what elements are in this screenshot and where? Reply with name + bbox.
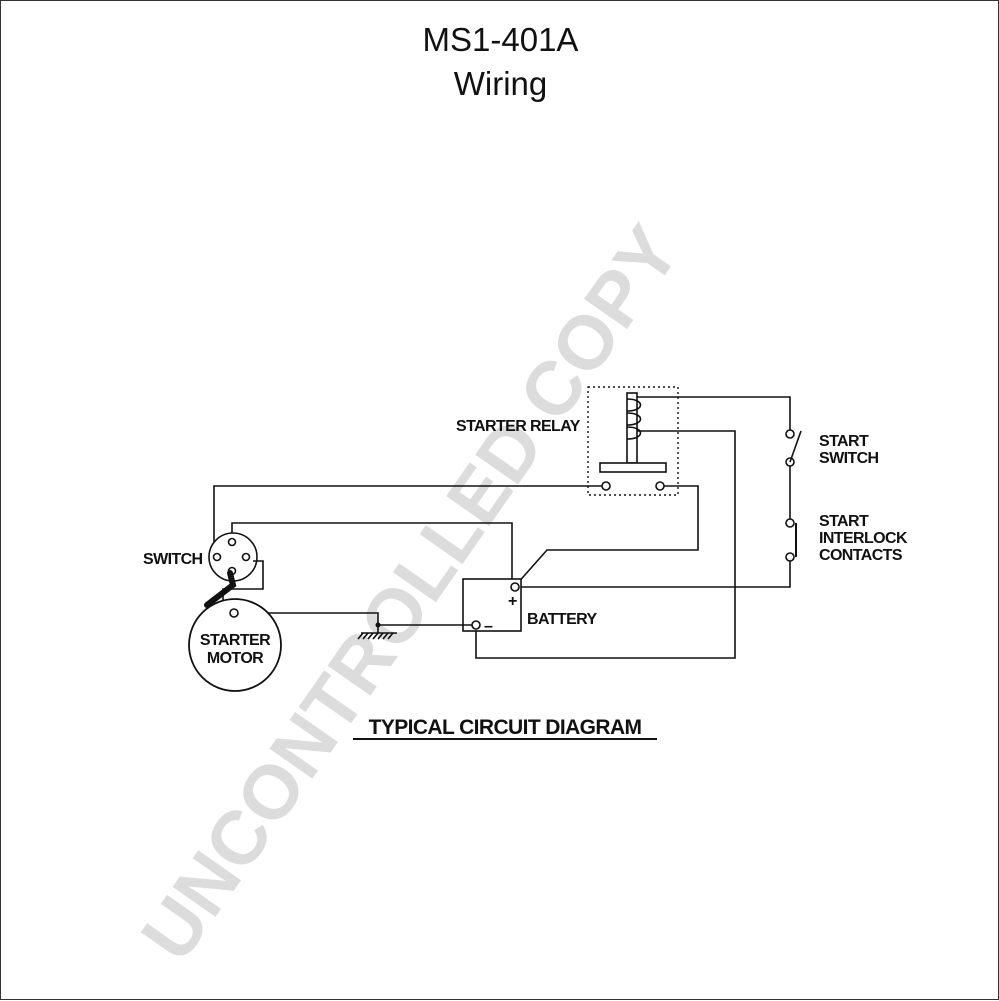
- battery-label: BATTERY: [527, 611, 598, 628]
- start-switch-label-line1: START: [819, 433, 869, 450]
- start-switch-label-line2: SWITCH: [819, 450, 879, 467]
- diagram-caption: TYPICAL CIRCUIT DIAGRAM: [369, 716, 642, 739]
- solenoid-link: [204, 570, 237, 608]
- switch-label: SWITCH: [143, 551, 203, 568]
- battery-positive-terminal: [510, 582, 520, 592]
- start-switch-contact-top: [785, 429, 795, 439]
- starter-motor-label-line2: MOTOR: [207, 650, 264, 667]
- solenoid-terminal-right: [241, 552, 251, 562]
- relay-coil: [626, 398, 642, 440]
- starter-motor: [188, 598, 282, 692]
- wire-coil-return: [475, 430, 736, 659]
- diagram-title: MS1-401A: [422, 21, 579, 58]
- interlock-label-line2: INTERLOCK: [819, 530, 908, 547]
- solenoid-terminal-top: [227, 537, 237, 547]
- battery-negative-terminal: [471, 620, 481, 630]
- starter-relay-enclosure: [587, 386, 679, 496]
- wire-relay-to-battery: [515, 485, 699, 586]
- wire-battery-to-ground: [239, 612, 472, 626]
- interlock-contact-bottom: [785, 552, 795, 562]
- starter-motor-terminal: [229, 608, 239, 618]
- starter-relay-label: STARTER RELAY: [456, 418, 581, 435]
- wire-relay-to-switch: [213, 485, 602, 549]
- diagram-subtitle: Wiring: [453, 65, 548, 102]
- relay-contact-bar: [599, 462, 667, 473]
- relay-terminal-right: [655, 481, 665, 491]
- relay-terminal-left: [601, 481, 611, 491]
- wire-battery-to-interlock: [518, 561, 791, 588]
- interlock-label-line1: START: [819, 513, 869, 530]
- wire-switch-to-battery: [231, 522, 513, 585]
- battery-plus-sign: +: [508, 593, 517, 610]
- start-switch-blade: [789, 430, 802, 463]
- interlock-label-line3: CONTACTS: [819, 547, 903, 564]
- battery-minus-sign: –: [484, 618, 493, 635]
- ground-hatch: [357, 632, 394, 640]
- wire-coil-to-start-switch: [637, 396, 791, 431]
- solenoid-terminal-left: [212, 552, 222, 562]
- interlock-contact-top: [785, 518, 795, 528]
- starter-motor-label-line1: STARTER: [200, 632, 271, 649]
